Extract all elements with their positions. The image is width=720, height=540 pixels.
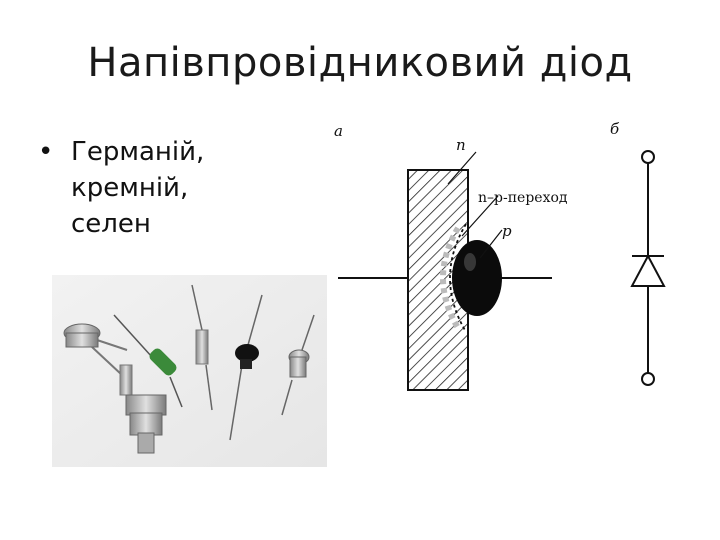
- green-diode-icon: [113, 314, 183, 408]
- diode-photo: [52, 275, 327, 467]
- bullet-line-selenium: селен: [71, 209, 151, 239]
- bullet-text: Германій, кремній, селен: [71, 134, 298, 242]
- label-junction: n–р-переход: [478, 190, 568, 206]
- label-a: а: [334, 122, 343, 140]
- metal-diode-icon: [281, 314, 315, 416]
- bullet-line-germanium: Германій,: [71, 137, 205, 167]
- p-bead: [452, 240, 502, 316]
- diode-diagram: а б n n–р-переход р: [334, 120, 666, 391]
- stud-diode-icon: [63, 323, 128, 376]
- junction-region: [440, 226, 461, 330]
- label-b: б: [610, 120, 620, 138]
- junction-line: [449, 223, 467, 333]
- bullet-list: • Германій, кремній, селен: [38, 134, 298, 242]
- photo-background: [52, 275, 327, 467]
- slide-title: Напівпровідниковий діод: [87, 40, 633, 86]
- black-diode-icon: [229, 294, 263, 441]
- label-p: р: [502, 222, 512, 240]
- diode-symbol-icon: [630, 150, 666, 386]
- bullet-icon: •: [38, 137, 54, 167]
- glass-diode-icon: [191, 284, 213, 411]
- label-n: n: [456, 136, 466, 154]
- power-diode-icon: [119, 364, 167, 454]
- bullet-line-silicon: кремній,: [71, 173, 189, 203]
